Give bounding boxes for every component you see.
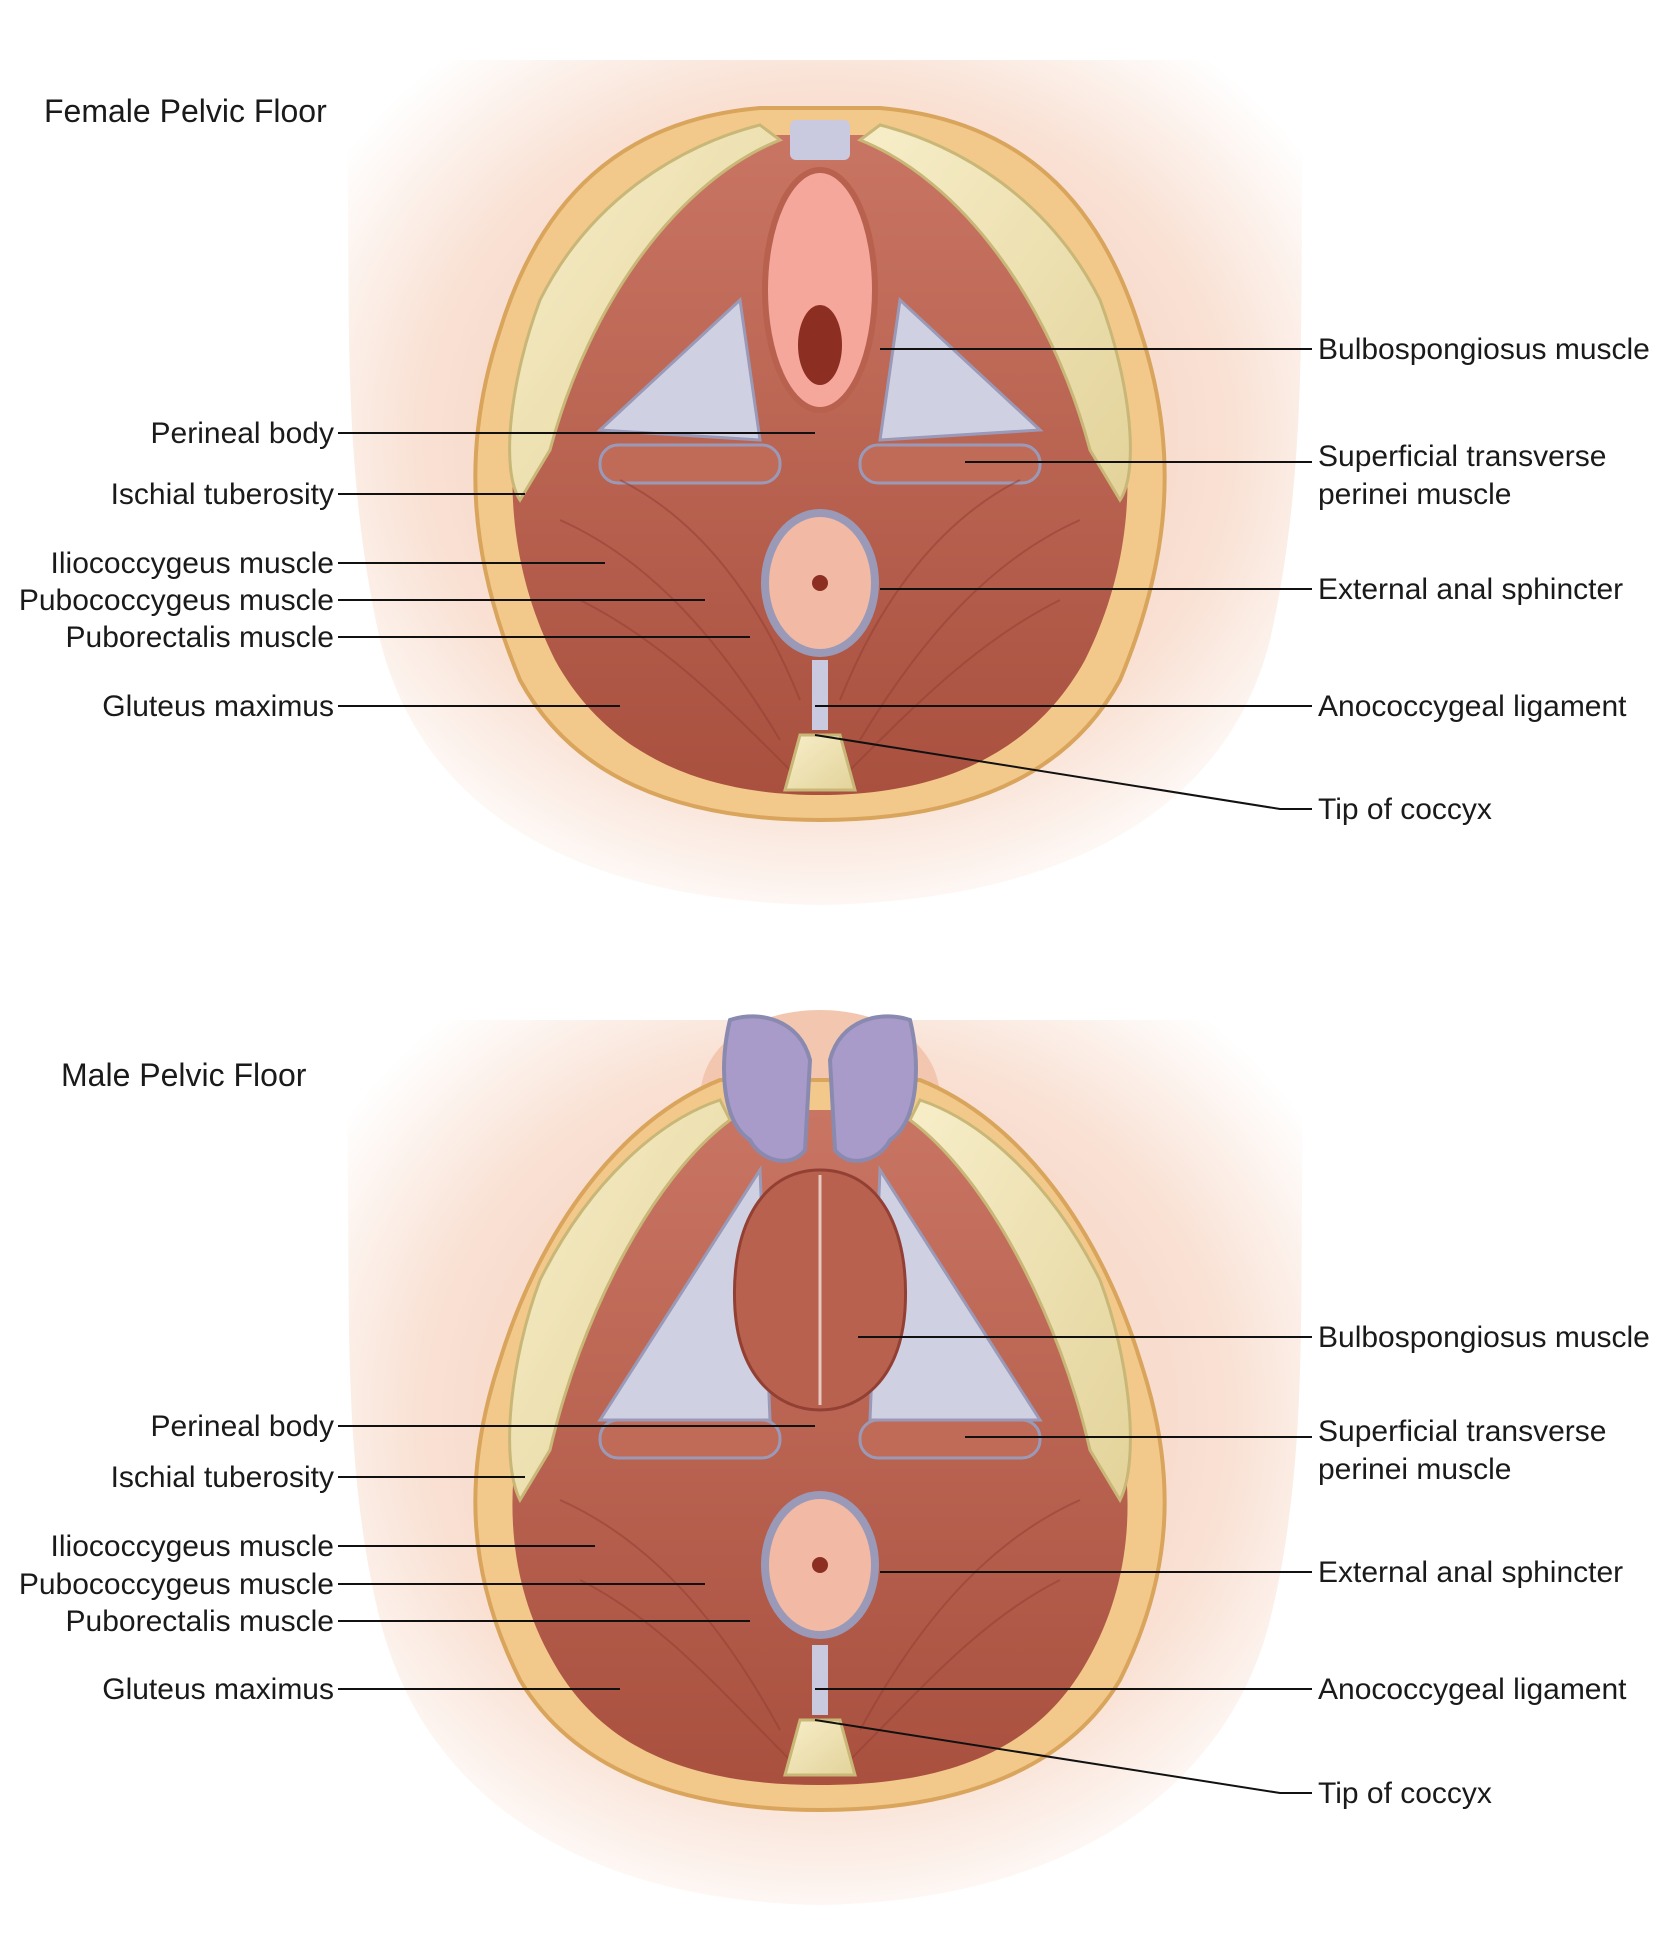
female-label-iliococcygeus: Iliococcygeus muscle bbox=[51, 547, 334, 580]
male-coccyx bbox=[783, 1718, 857, 1777]
male-left-transverse-perinei bbox=[598, 1418, 782, 1460]
male-label-transverse-perinei-line1: Superficial transverse bbox=[1318, 1415, 1606, 1448]
male-label-external-anal-sphincter: External anal sphincter bbox=[1318, 1556, 1623, 1589]
female-left-transverse-perinei bbox=[598, 443, 782, 485]
male-left-labels: Perineal body Ischial tuberosity Iliococ… bbox=[19, 1410, 334, 1706]
female-vaginal-opening bbox=[798, 305, 842, 385]
male-left-leaders bbox=[338, 1425, 815, 1690]
male-right-leaders bbox=[814, 1336, 1312, 1794]
female-label-puborectalis: Puborectalis muscle bbox=[66, 621, 334, 654]
female-right-leaders bbox=[814, 348, 1312, 810]
male-left-corpus bbox=[722, 1014, 813, 1163]
female-right-transverse-perinei bbox=[858, 443, 1042, 485]
female-right-perineal-membrane bbox=[878, 296, 1044, 442]
male-panel-title: Male Pelvic Floor bbox=[61, 1057, 307, 1093]
male-muscle-field bbox=[512, 1110, 1128, 1785]
female-label-anococcygeal-ligament: Anococcygeal ligament bbox=[1318, 690, 1627, 723]
male-label-tip-of-coccyx: Tip of coccyx bbox=[1318, 1777, 1492, 1810]
male-label-iliococcygeus: Iliococcygeus muscle bbox=[51, 1530, 334, 1563]
male-anus bbox=[812, 1557, 828, 1573]
female-anus bbox=[812, 575, 828, 591]
female-anococcygeal-ligament bbox=[812, 660, 828, 730]
male-anococcygeal-ligament bbox=[812, 1645, 828, 1715]
female-coccyx bbox=[783, 733, 857, 792]
male-label-gluteus-maximus: Gluteus maximus bbox=[102, 1673, 334, 1706]
female-left-leaders bbox=[338, 432, 815, 707]
male-label-ischial-tuberosity: Ischial tuberosity bbox=[111, 1461, 334, 1494]
male-right-ischial-ramus bbox=[908, 1098, 1132, 1504]
female-label-perineal-body: Perineal body bbox=[151, 417, 334, 450]
male-panel: Male Pelvic Floor Perineal body Ischial … bbox=[19, 1010, 1650, 1905]
male-right-corpus bbox=[827, 1014, 918, 1163]
female-pubic-symphysis bbox=[790, 120, 850, 160]
female-label-bulbospongiosus: Bulbospongiosus muscle bbox=[1318, 333, 1650, 366]
male-right-transverse-perinei bbox=[858, 1418, 1042, 1460]
female-label-tip-of-coccyx: Tip of coccyx bbox=[1318, 793, 1492, 826]
male-label-anococcygeal-ligament: Anococcygeal ligament bbox=[1318, 1673, 1627, 1706]
female-label-transverse-perinei-line2: perinei muscle bbox=[1318, 478, 1511, 511]
female-panel-title: Female Pelvic Floor bbox=[44, 93, 327, 129]
female-label-pubococcygeus: Pubococcygeus muscle bbox=[19, 584, 334, 617]
female-label-ischial-tuberosity: Ischial tuberosity bbox=[111, 478, 334, 511]
female-panel: Female Pelvic Floor Perineal body Ischia… bbox=[19, 60, 1650, 905]
male-label-pubococcygeus: Pubococcygeus muscle bbox=[19, 1568, 334, 1601]
female-right-labels: Bulbospongiosus muscle Superficial trans… bbox=[1318, 333, 1650, 826]
female-label-transverse-perinei-line1: Superficial transverse bbox=[1318, 440, 1606, 473]
female-muscle-field bbox=[512, 135, 1128, 795]
male-label-bulbospongiosus: Bulbospongiosus muscle bbox=[1318, 1321, 1650, 1354]
female-left-labels: Perineal body Ischial tuberosity Iliococ… bbox=[19, 417, 334, 723]
male-right-labels: Bulbospongiosus muscle Superficial trans… bbox=[1318, 1321, 1650, 1810]
male-label-puborectalis: Puborectalis muscle bbox=[66, 1605, 334, 1638]
female-left-perineal-membrane bbox=[596, 296, 762, 442]
male-label-transverse-perinei-line2: perinei muscle bbox=[1318, 1453, 1511, 1486]
female-label-gluteus-maximus: Gluteus maximus bbox=[102, 690, 334, 723]
male-label-perineal-body: Perineal body bbox=[151, 1410, 334, 1443]
female-vulva bbox=[762, 167, 878, 413]
female-label-external-anal-sphincter: External anal sphincter bbox=[1318, 573, 1623, 606]
female-left-ischial-ramus bbox=[508, 123, 784, 503]
